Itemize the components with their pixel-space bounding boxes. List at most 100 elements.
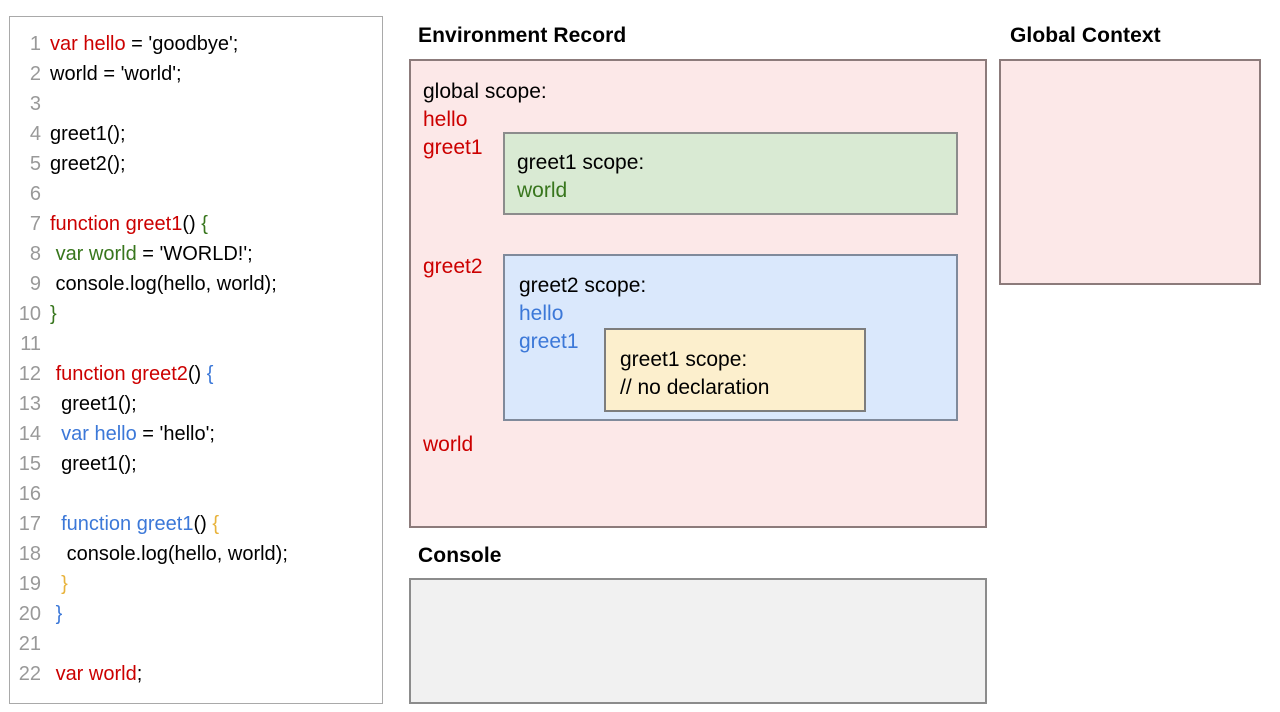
greet2-scope-binding-greet1: greet1 — [519, 330, 579, 353]
code-line-text: var hello = 'goodbye'; — [50, 29, 238, 59]
greet1-scope-panel: greet1 scope: world — [503, 132, 958, 215]
code-token: console.log(hello, world); — [50, 273, 277, 295]
code-token: } — [55, 603, 63, 625]
code-editor-panel[interactable]: 1 var hello = 'goodbye'; 2 world = 'world';… — [9, 16, 383, 704]
code-line-text: var world = 'WORLD!'; — [50, 239, 253, 269]
code-token: var world — [55, 663, 137, 685]
code-line: 9 console.log(hello, world); — [10, 269, 382, 299]
code-line: 14 var hello = 'hello'; — [10, 419, 382, 449]
code-token: { — [212, 513, 220, 535]
environment-record-panel: global scope: hello greet1 greet2 world … — [409, 59, 987, 528]
line-number: 15 — [18, 453, 41, 475]
line-number: 16 — [18, 483, 41, 505]
line-number: 1 — [29, 33, 41, 55]
code-line: 3 — [10, 89, 382, 119]
greet1-inner-scope-title: greet1 scope: — [620, 348, 748, 371]
code-token: var hello — [50, 33, 126, 55]
code-line-text: function greet2() { — [50, 359, 214, 389]
greet1-inner-scope-comment: // no declaration — [620, 376, 770, 399]
code-token: } — [61, 573, 68, 595]
code-token: greet1(); — [50, 123, 126, 145]
line-number: 19 — [18, 573, 41, 595]
line-number: 20 — [18, 603, 41, 625]
code-token — [50, 423, 61, 445]
code-line: 2 world = 'world'; — [10, 59, 382, 89]
code-line-text: } — [50, 569, 68, 599]
code-token — [50, 573, 61, 595]
code-line-text: } — [50, 599, 63, 629]
code-token: () — [182, 213, 202, 235]
code-line: 15 greet1(); — [10, 449, 382, 479]
global-scope-title: global scope: — [423, 80, 547, 103]
line-number: 17 — [18, 513, 41, 535]
code-line: 19 } — [10, 569, 382, 599]
line-number: 18 — [18, 543, 41, 565]
greet1-scope-binding-world: world — [517, 179, 568, 202]
line-number: 5 — [29, 153, 41, 175]
line-number: 13 — [18, 393, 41, 415]
code-token: var world — [55, 243, 137, 265]
code-line-text: greet1(); — [50, 449, 137, 479]
line-number: 11 — [20, 333, 41, 355]
code-token: function greet1 — [50, 213, 183, 235]
code-line: 22 var world; — [10, 659, 382, 689]
code-token: = 'goodbye'; — [125, 33, 239, 55]
code-token: greet1(); — [50, 453, 137, 475]
code-token: = 'WORLD!'; — [136, 243, 253, 265]
code-line-text: function greet1() { — [50, 209, 208, 239]
code-line-text: greet1(); — [50, 119, 126, 149]
line-number: 7 — [29, 213, 41, 235]
code-token: () — [193, 513, 213, 535]
global-binding-hello: hello — [423, 108, 468, 131]
line-number: 9 — [29, 273, 41, 295]
global-binding-greet1: greet1 — [423, 136, 483, 159]
greet2-scope-panel: greet2 scope: hello greet1 greet1 scope:… — [503, 254, 958, 421]
code-token: function greet1 — [61, 513, 194, 535]
greet1-inner-scope-panel: greet1 scope: // no declaration — [604, 328, 866, 412]
line-number: 3 — [29, 93, 41, 115]
line-number: 4 — [29, 123, 41, 145]
greet1-scope-title: greet1 scope: — [517, 151, 645, 174]
code-token: { — [201, 213, 208, 235]
line-number: 22 — [18, 663, 41, 685]
line-number: 2 — [29, 63, 41, 85]
line-number: 10 — [18, 303, 41, 325]
code-line-text: var hello = 'hello'; — [50, 419, 215, 449]
code-line: 21 — [10, 629, 382, 659]
code-line: 13 greet1(); — [10, 389, 382, 419]
code-token: = 'hello'; — [136, 423, 215, 445]
console-panel[interactable] — [409, 578, 987, 704]
code-token: world = 'world'; — [50, 63, 182, 85]
code-line-text: function greet1() { — [50, 509, 219, 539]
code-token: console.log(hello, world); — [50, 543, 288, 565]
code-line-text: greet1(); — [50, 389, 137, 419]
code-token: () — [187, 363, 207, 385]
code-line: 1 var hello = 'goodbye'; — [10, 29, 382, 59]
code-line: 7 function greet1() { — [10, 209, 382, 239]
code-line-text: var world; — [50, 659, 143, 689]
code-line: 6 — [10, 179, 382, 209]
global-context-heading: Global Context — [1010, 24, 1161, 47]
code-token: { — [206, 363, 214, 385]
code-line: 4 greet1(); — [10, 119, 382, 149]
global-binding-world: world — [423, 433, 474, 456]
code-token — [50, 513, 61, 535]
code-line-text: } — [50, 299, 57, 329]
code-line: 11 — [10, 329, 382, 359]
code-line-text: console.log(hello, world); — [50, 269, 277, 299]
code-token: var hello — [61, 423, 137, 445]
code-line: 18 console.log(hello, world); — [10, 539, 382, 569]
code-line: 12 function greet2() { — [10, 359, 382, 389]
greet2-scope-title: greet2 scope: — [519, 274, 647, 297]
line-number: 14 — [18, 423, 41, 445]
code-line-text: world = 'world'; — [50, 59, 182, 89]
code-line: 10} — [10, 299, 382, 329]
line-number: 6 — [29, 183, 41, 205]
code-line: 8 var world = 'WORLD!'; — [10, 239, 382, 269]
global-binding-greet2: greet2 — [423, 255, 483, 278]
code-token: ; — [136, 663, 143, 685]
code-line: 17 function greet1() { — [10, 509, 382, 539]
environment-record-heading: Environment Record — [418, 24, 627, 47]
code-token: greet2(); — [50, 153, 126, 175]
code-line: 20 } — [10, 599, 382, 629]
